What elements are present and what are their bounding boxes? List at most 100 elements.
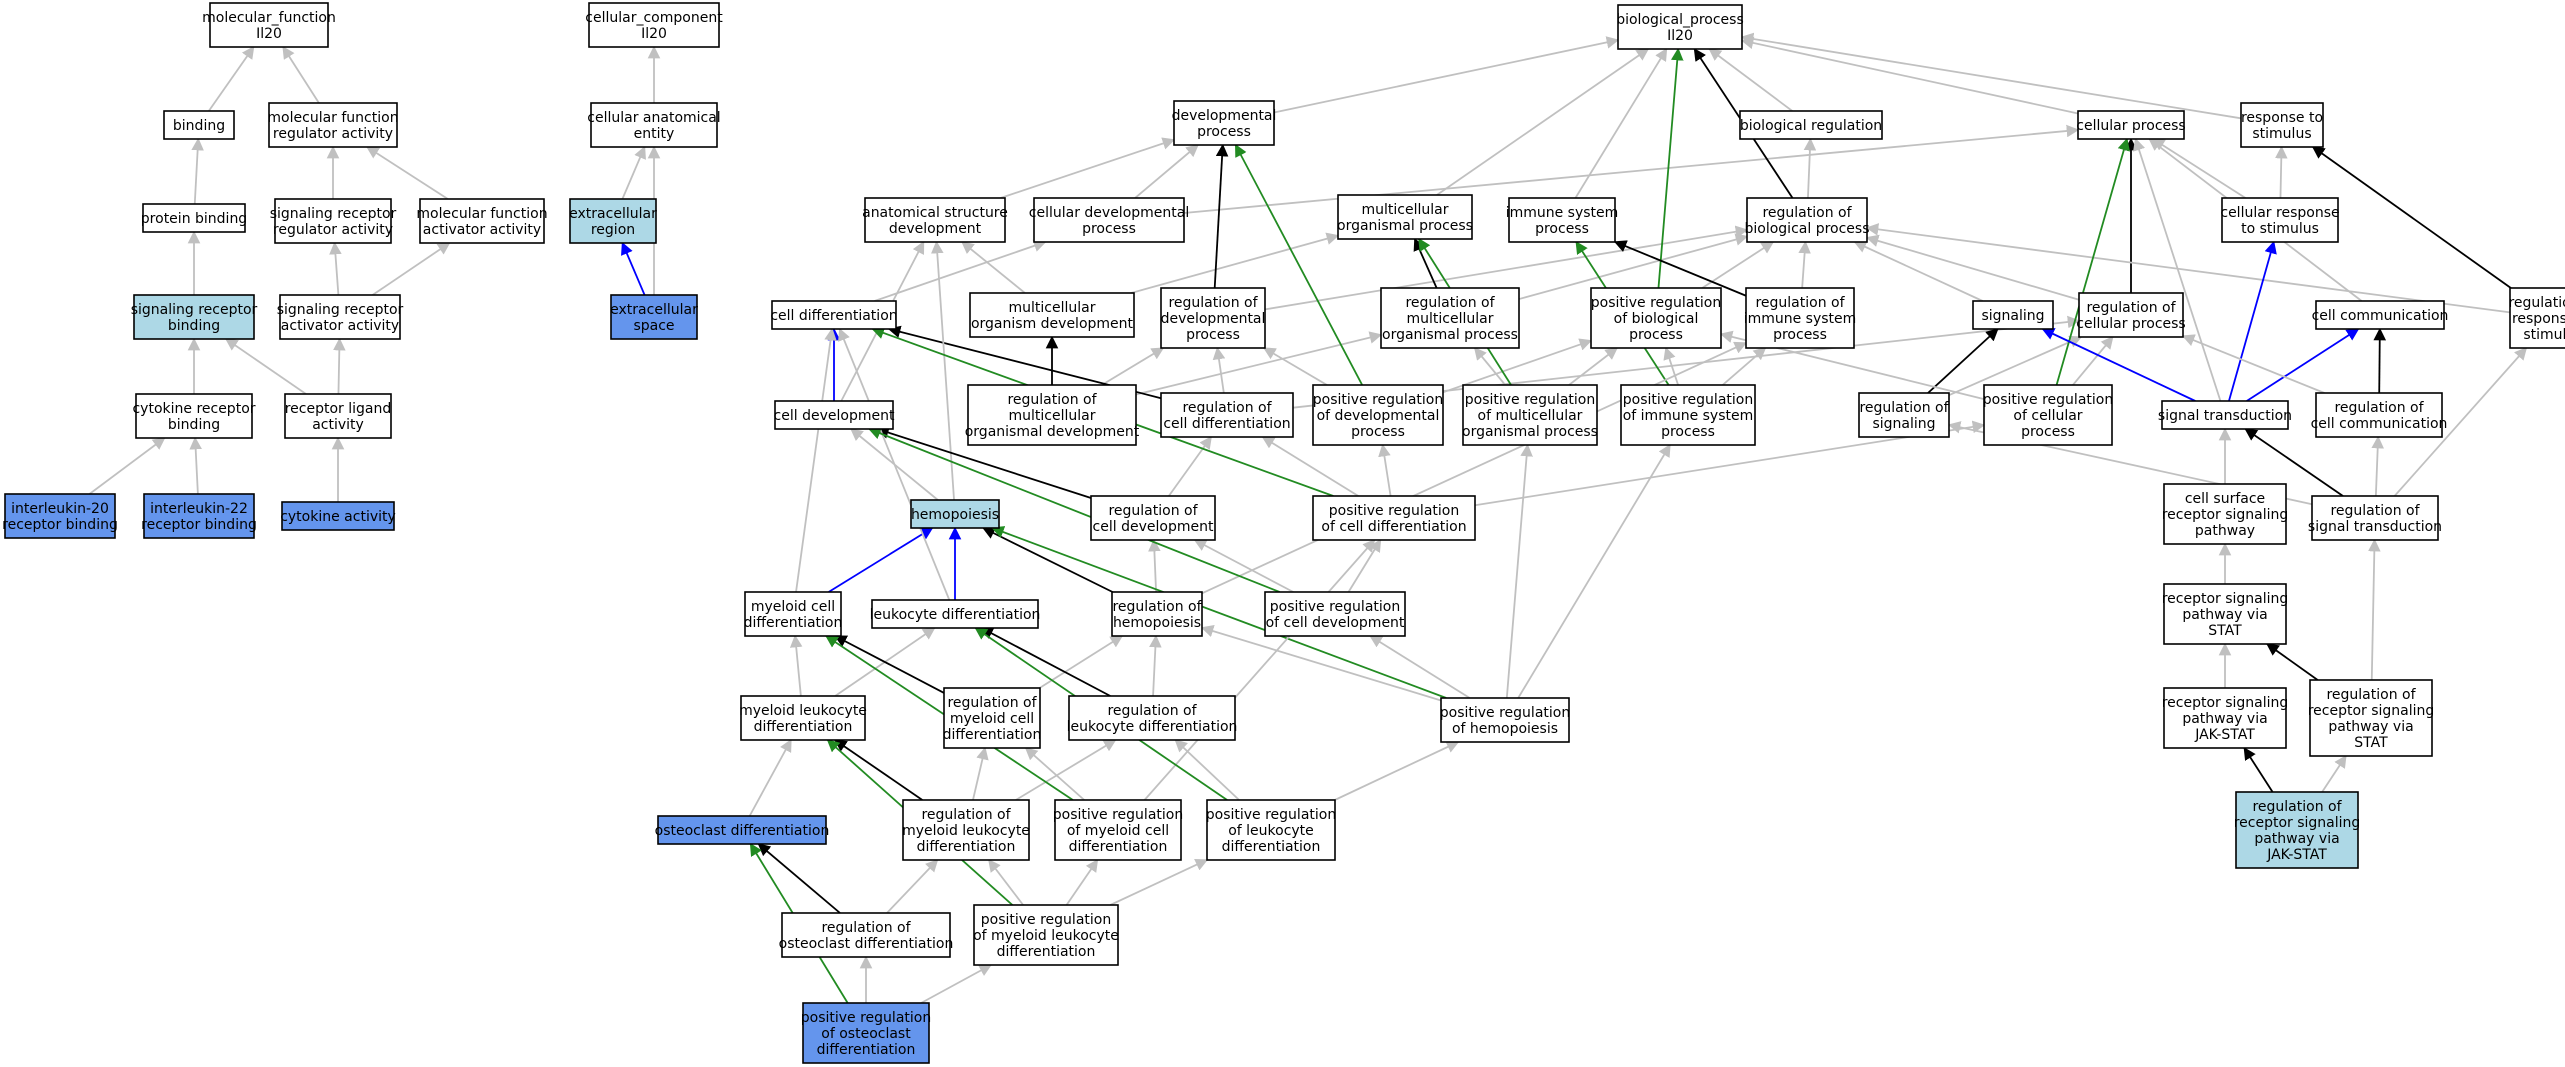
edge-is-a: [874, 239, 1047, 302]
node-label-line: Il20: [641, 26, 667, 42]
go-term-node[interactable]: hemopoiesis: [910, 499, 1000, 529]
go-term-node[interactable]: cell communication: [2312, 300, 2449, 330]
node-box: [1054, 799, 1182, 861]
node-label-line: positive regulation: [981, 912, 1111, 928]
node-label-line: of cellular: [2013, 408, 2082, 424]
node-label-line: molecular function: [416, 206, 547, 222]
go-term-node[interactable]: signaling: [1972, 300, 2054, 330]
edge-is-a: [329, 241, 342, 296]
go-term-node[interactable]: cellular process: [2076, 110, 2186, 140]
node-label-line: cellular process: [2076, 118, 2185, 134]
go-term-node[interactable]: signal transduction: [2158, 400, 2292, 430]
node-label-line: process: [1186, 327, 1240, 343]
go-term-node[interactable]: cell development: [774, 400, 895, 430]
node-label-line: response to: [2241, 110, 2323, 126]
go-term-node[interactable]: protein binding: [141, 203, 247, 233]
node-box: [1160, 287, 1266, 349]
node-box: [610, 294, 698, 340]
node-label-line: developmental: [1161, 311, 1266, 327]
edge-part-of: [2311, 146, 2512, 289]
go-term-node[interactable]: cytokine activity: [280, 501, 396, 531]
go-term-node[interactable]: biological regulation: [1739, 110, 1883, 140]
node-label-line: Il20: [1667, 28, 1693, 44]
node-label-line: signal transduction: [2308, 519, 2442, 535]
node-box: [279, 294, 401, 340]
node-box: [864, 197, 1006, 243]
go-term-node[interactable]: binding: [163, 110, 235, 140]
go-term-node[interactable]: leukocyte differentiation: [870, 599, 1041, 629]
node-label-line: differentiation: [744, 615, 843, 631]
node-box: [1206, 799, 1336, 861]
edge-is-a: [191, 137, 204, 205]
node-label-line: regulation of: [1762, 205, 1852, 221]
go-term-node[interactable]: cell differentiation: [770, 300, 898, 330]
node-label-line: positive regulation: [1591, 295, 1721, 311]
node-box: [284, 393, 392, 439]
node-box: [774, 400, 894, 430]
edge-is-a: [1517, 443, 1671, 699]
go-term-node[interactable]: osteoclast differentiation: [655, 815, 830, 845]
edge-is-a: [282, 45, 320, 104]
node-label-line: biological process: [1745, 221, 1870, 237]
